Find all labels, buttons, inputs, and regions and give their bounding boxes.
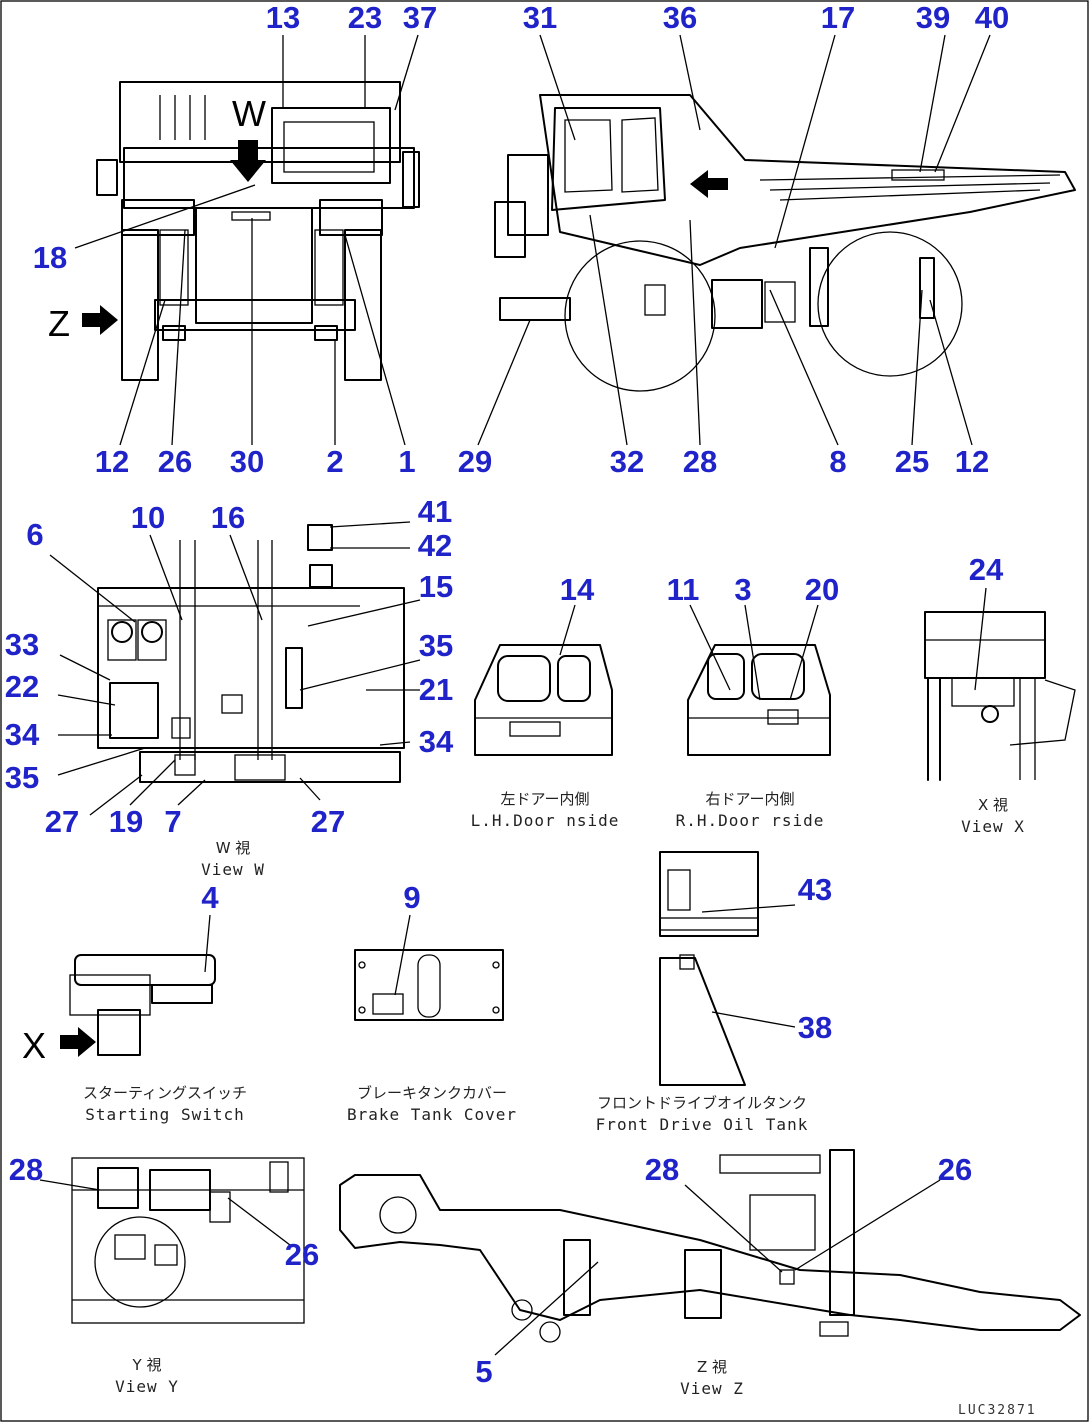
callout-27: 27 [311, 804, 345, 839]
callout-34: 34 [419, 724, 454, 759]
callout-1: 1 [398, 444, 415, 479]
callout-23: 23 [348, 0, 382, 35]
lh-door-drawing [474, 644, 613, 756]
front-drive-oil-tank-drawing [659, 851, 759, 1086]
callout-12: 12 [95, 444, 129, 479]
caption-en: View Z [680, 1379, 744, 1398]
callout-39: 39 [916, 0, 950, 35]
callout-33: 33 [5, 627, 39, 662]
callout-29: 29 [458, 444, 492, 479]
front-view-drawing [82, 81, 420, 381]
callout-26: 26 [285, 1237, 319, 1272]
callout-35: 35 [5, 760, 39, 795]
callout-16: 16 [211, 500, 245, 535]
callout-15: 15 [419, 569, 453, 604]
callout-38: 38 [798, 1010, 832, 1045]
leader-lines [39, 34, 991, 1356]
caption-en: Brake Tank Cover [347, 1105, 517, 1124]
callout-17: 17 [821, 0, 855, 35]
callout-12: 12 [955, 444, 989, 479]
caption-en: View W [201, 860, 265, 879]
caption-en: Front Drive Oil Tank [596, 1115, 809, 1134]
view-captions: 左ドアー内側 L.H.Door nside 右ドアー内側 R.H.Door rside… [83, 790, 1025, 1398]
callout-5: 5 [475, 1354, 492, 1389]
caption-en: R.H.Door rside [676, 811, 825, 830]
brake-tank-cover-drawing [354, 949, 504, 1021]
callout-42: 42 [418, 528, 452, 563]
callout-28: 28 [9, 1152, 43, 1187]
caption-en: View Y [115, 1377, 179, 1396]
callout-28: 28 [645, 1152, 679, 1187]
caption-jp: Y 視 [132, 1356, 162, 1374]
callout-34: 34 [5, 717, 40, 752]
drawing-code: LUC32871 [958, 1403, 1037, 1418]
caption-en: L.H.Door nside [471, 811, 620, 830]
callout-19: 19 [109, 804, 143, 839]
callout-36: 36 [663, 0, 697, 35]
callout-10: 10 [131, 500, 165, 535]
caption-jp: X 視 [978, 796, 1008, 814]
caption-jp: W 視 [216, 839, 251, 857]
view-letter-z: Z [48, 303, 70, 344]
callout-40: 40 [975, 0, 1009, 35]
callout-6: 6 [26, 517, 43, 552]
caption-jp: フロントドライブオイルタンク [597, 1094, 807, 1112]
callout-43: 43 [798, 872, 832, 907]
callout-14: 14 [560, 572, 595, 607]
caption-en: View X [961, 817, 1025, 836]
callout-13: 13 [266, 0, 300, 35]
callout-25: 25 [895, 444, 929, 479]
view-z-drawing [339, 1149, 1081, 1343]
view-x-drawing [924, 611, 1076, 781]
callout-21: 21 [419, 672, 453, 707]
callout-26: 26 [158, 444, 192, 479]
callout-41: 41 [418, 494, 452, 529]
callout-18: 18 [33, 240, 67, 275]
starting-switch-drawing [60, 954, 216, 1057]
callout-31: 31 [523, 0, 557, 35]
caption-jp: ブレーキタンクカバー [357, 1084, 507, 1102]
view-w-drawing [97, 524, 405, 783]
callout-20: 20 [805, 572, 839, 607]
view-y-drawing [71, 1157, 305, 1324]
rh-door-drawing [687, 644, 831, 756]
side-view-drawing [494, 94, 1076, 392]
callout-11: 11 [667, 572, 700, 607]
callout-26: 26 [938, 1152, 972, 1187]
callout-8: 8 [829, 444, 846, 479]
caption-jp: スターティングスイッチ [83, 1084, 247, 1102]
caption-jp: Z 視 [697, 1358, 727, 1376]
callout-35: 35 [419, 628, 453, 663]
callout-32: 32 [610, 444, 644, 479]
callout-24: 24 [969, 552, 1004, 587]
view-letter-x: X [22, 1025, 46, 1066]
callout-28: 28 [683, 444, 717, 479]
callout-3: 3 [734, 572, 751, 607]
caption-jp: 右ドアー内側 [705, 790, 794, 808]
caption-en: Starting Switch [85, 1105, 245, 1124]
callout-2: 2 [326, 444, 343, 479]
callout-7: 7 [164, 804, 181, 839]
callout-27: 27 [45, 804, 79, 839]
callout-4: 4 [201, 880, 219, 915]
caption-jp: 左ドアー内側 [500, 790, 589, 808]
callout-22: 22 [5, 669, 39, 704]
callout-37: 37 [403, 0, 437, 35]
callout-30: 30 [230, 444, 264, 479]
callout-9: 9 [403, 880, 420, 915]
view-letter-w: W [232, 93, 266, 134]
